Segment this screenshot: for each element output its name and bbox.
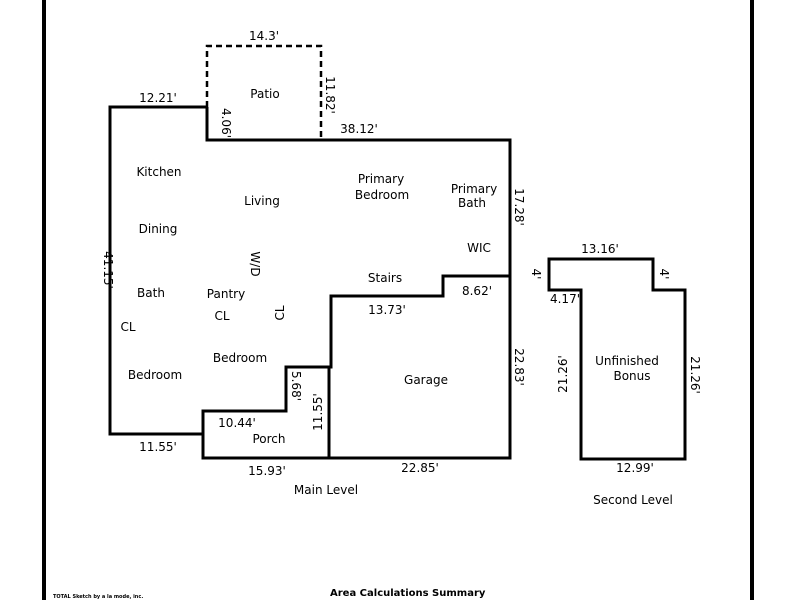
dim-bonus-notch: 4.17' xyxy=(550,292,580,306)
room-wd: W/D xyxy=(248,251,262,276)
second-level-outline xyxy=(547,257,687,461)
room-cl-mid: CL xyxy=(214,309,229,323)
room-living: Living xyxy=(244,194,280,208)
dim-porch-step: 5.68' xyxy=(289,371,303,401)
room-bath: Bath xyxy=(137,286,165,300)
level-label-main: Main Level xyxy=(294,483,358,497)
dim-patio-top: 14.3' xyxy=(249,29,279,43)
patio-outline xyxy=(205,44,323,140)
dim-top-left: 12.21' xyxy=(139,91,177,105)
main-outline-left xyxy=(108,105,207,436)
dim-bonus-left-step: 4' xyxy=(529,269,543,280)
room-primary-bath-2: Bath xyxy=(458,196,486,210)
room-primary-bedroom-2: Bedroom xyxy=(355,188,409,202)
dim-bottom-left: 11.55' xyxy=(139,440,177,454)
room-cl-rotated: CL xyxy=(273,305,287,320)
room-kitchen: Kitchen xyxy=(136,165,181,179)
dim-bottom-porch: 15.93' xyxy=(248,464,286,478)
dim-bonus-bottom: 12.99' xyxy=(616,461,654,475)
footer-summary: Area Calculations Summary xyxy=(330,588,486,599)
level-label-second: Second Level xyxy=(593,493,673,507)
dim-wic-step: 8.62' xyxy=(462,284,492,298)
dim-bonus-right-step: 4' xyxy=(657,269,671,280)
room-bedroom-mid: Bedroom xyxy=(213,351,267,365)
dim-right-upper: 17.28' xyxy=(512,188,526,226)
dim-patio-right: 11.82' xyxy=(323,76,337,114)
main-outline xyxy=(201,107,512,460)
room-stairs: Stairs xyxy=(368,271,402,285)
room-primary-bath-1: Primary xyxy=(451,182,497,196)
dim-bonus-top: 13.16' xyxy=(581,242,619,256)
room-bedroom-left: Bedroom xyxy=(128,368,182,382)
room-unfinished: Unfinished xyxy=(595,354,659,368)
dim-stairs-step: 13.73' xyxy=(368,303,406,317)
dim-bonus-right: 21.26' xyxy=(688,356,702,394)
room-bonus: Bonus xyxy=(613,369,650,383)
dim-left: 41.15' xyxy=(101,251,115,289)
dim-porch-right: 11.55' xyxy=(311,393,325,431)
dim-patio-left: 4.06' xyxy=(219,108,233,138)
dim-porch-top: 10.44' xyxy=(218,416,256,430)
dim-top-right: 38.12' xyxy=(340,122,378,136)
room-pantry: Pantry xyxy=(207,287,245,301)
footer-credit: TOTAL Sketch by a la mode, inc. xyxy=(53,594,143,600)
room-patio: Patio xyxy=(250,87,279,101)
dim-bottom-garage: 22.85' xyxy=(401,461,439,475)
room-primary-bedroom-1: Primary xyxy=(358,172,404,186)
room-garage: Garage xyxy=(404,373,448,387)
room-cl-left: CL xyxy=(120,320,135,334)
room-wic: WIC xyxy=(467,241,491,255)
dim-right-lower: 22.83' xyxy=(512,348,526,386)
dim-bonus-left: 21.26' xyxy=(556,355,570,393)
room-porch: Porch xyxy=(252,432,285,446)
room-dining: Dining xyxy=(139,222,178,236)
